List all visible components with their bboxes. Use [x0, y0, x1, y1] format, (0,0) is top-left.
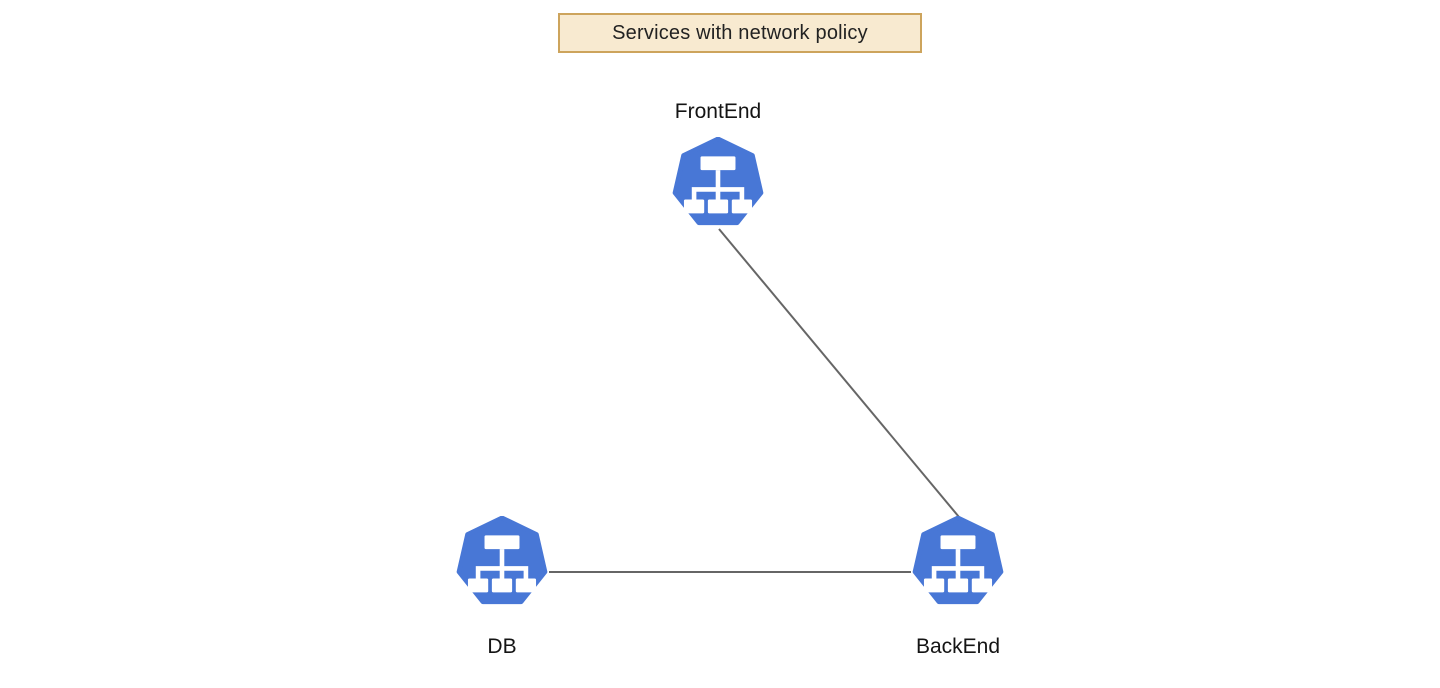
kubernetes-service-icon [912, 516, 1004, 605]
service-tree-glyph [683, 156, 753, 214]
kubernetes-service-icon [672, 137, 764, 226]
tree-leaf-box [683, 199, 705, 214]
tree-leaf-box [707, 199, 729, 214]
diagram-title: Services with network policy [612, 21, 868, 44]
tree-root-box [700, 156, 736, 171]
tree-leaf-box [467, 578, 489, 593]
edge-frontend-backend [718, 228, 960, 518]
diagram-title-box: Services with network policy [558, 13, 922, 53]
tree-leaf-box [923, 578, 945, 593]
tree-leaf-box [971, 578, 993, 593]
node-frontend: FrontEnd [672, 100, 764, 229]
node-backend: BackEnd [912, 516, 1004, 658]
node-db: DB [456, 516, 548, 658]
tree-leaf-box [731, 199, 753, 214]
tree-connectors [691, 170, 745, 200]
tree-connectors [931, 549, 985, 579]
service-tree-glyph [467, 535, 537, 593]
tree-root-box [484, 535, 520, 550]
node-label-db: DB [487, 635, 517, 658]
node-label-frontend: FrontEnd [674, 100, 762, 123]
service-tree-glyph [923, 535, 993, 593]
kubernetes-service-icon [456, 516, 548, 605]
tree-connectors [475, 549, 529, 579]
tree-leaf-box [947, 578, 969, 593]
tree-leaf-box [491, 578, 513, 593]
node-label-backend: BackEnd [915, 635, 1001, 658]
tree-leaf-box [515, 578, 537, 593]
tree-root-box [940, 535, 976, 550]
